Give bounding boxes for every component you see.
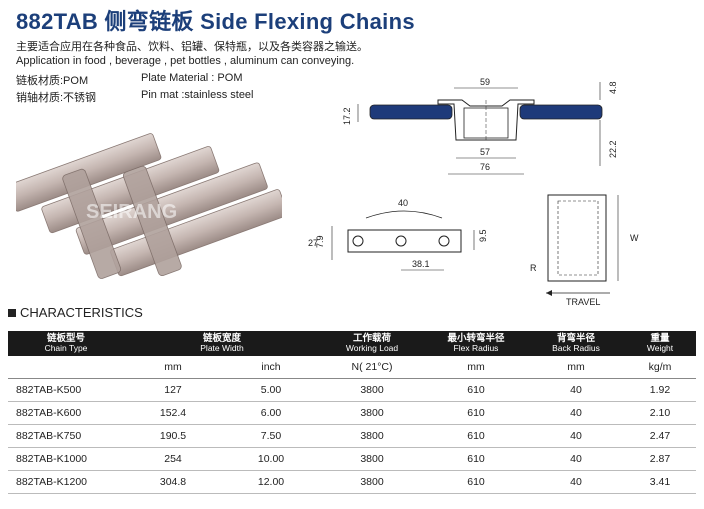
table-row: 882TAB-K600 152.4 6.00 3800 610 40 2.10 bbox=[8, 401, 696, 425]
side-view-drawing: 40 27 7.9 9.5 38.1 bbox=[308, 198, 488, 271]
dim-total-width: 76 bbox=[480, 162, 490, 172]
dim-inner-width: 57 bbox=[480, 147, 490, 157]
dim-bottom-height: 22.2 bbox=[608, 140, 618, 158]
plate-material-zh: 链板材质:POM bbox=[16, 75, 89, 87]
pin-material-en: Pin mat :stainless steel bbox=[141, 89, 254, 101]
chain-product-photo: SEIRANG bbox=[16, 133, 282, 279]
plate-material-en: Plate Material : POM bbox=[141, 72, 243, 84]
table-row: 882TAB-K750 190.5 7.50 3800 610 40 2.47 bbox=[8, 424, 696, 448]
dim-height-total: 27 bbox=[308, 238, 318, 248]
characteristics-heading: CHARACTERISTICS bbox=[8, 305, 143, 320]
table-row: 882TAB-K500 127 5.00 3800 610 40 1.92 bbox=[8, 378, 696, 402]
top-view-drawing: W R TRAVEL bbox=[530, 194, 639, 307]
dim-travel: TRAVEL bbox=[566, 297, 600, 307]
description-en: Application in food , beverage , pet bot… bbox=[16, 55, 355, 67]
dim-pitch: 38.1 bbox=[412, 259, 430, 269]
dim-thickness: 4.8 bbox=[608, 81, 618, 94]
table-units-row: mm inch N( 21°C) mm mm kg/m bbox=[8, 356, 696, 379]
photo-watermark: SEIRANG bbox=[86, 201, 177, 223]
description-zh: 主要适合应用在各种食品、饮料、铝罐、保特瓶，以及各类容器之输送。 bbox=[16, 41, 368, 53]
cross-section-drawing: 59 4.8 17.2 57 22.2 76 bbox=[342, 77, 618, 175]
dim-height-right: 9.5 bbox=[478, 229, 488, 242]
table-row: 882TAB-K1000 254 10.00 3800 610 40 2.87 bbox=[8, 447, 696, 471]
page-title: 882TAB 侧弯链板 Side Flexing Chains bbox=[16, 9, 415, 34]
dim-arc: 40 bbox=[398, 198, 408, 208]
section-square-icon bbox=[8, 308, 16, 317]
table-row: 882TAB-K1200 304.8 12.00 3800 610 40 3.4… bbox=[8, 470, 696, 494]
dim-top-width: 59 bbox=[480, 77, 490, 87]
characteristics-label: CHARACTERISTICS bbox=[20, 305, 143, 320]
pin-material-zh: 销轴材质:不锈钢 bbox=[16, 92, 97, 104]
dim-height-pin: 7.9 bbox=[315, 235, 325, 248]
dim-width-label: W bbox=[630, 233, 639, 243]
dim-radius-label: R bbox=[530, 263, 537, 273]
dim-left-height: 17.2 bbox=[342, 107, 352, 125]
